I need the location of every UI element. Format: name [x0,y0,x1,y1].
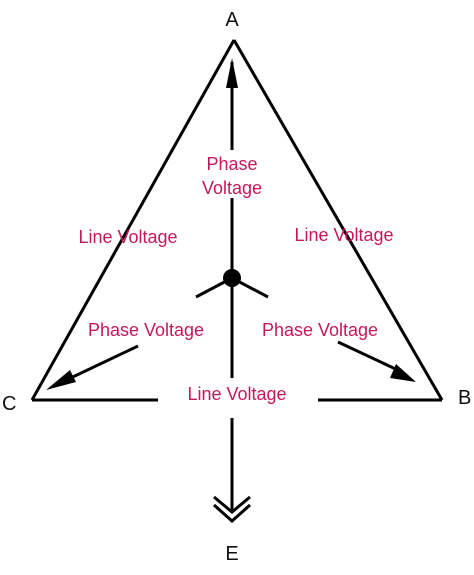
phase-voltage-right-label: Phase Voltage [262,320,378,340]
line-voltage-left-label: Line Voltage [78,227,177,247]
earth-chevron-2 [213,503,251,524]
vertex-label-e: E [225,543,238,565]
earth-chevron-1 [213,495,251,514]
vertex-label-c: C [2,393,16,415]
phase-line-b-lower [337,340,403,374]
vertex-label-b: B [458,387,471,409]
triangle-side-ac [30,39,236,401]
arrowhead-a [226,58,238,88]
phase-voltage-left-label: Phase Voltage [88,320,204,340]
triangle-side-ab [232,39,444,401]
arrowhead-c [46,370,76,390]
neutral-point [223,269,241,287]
line-voltage-bottom-label: Line Voltage [187,384,286,404]
line-voltage-right-label: Line Voltage [294,225,393,245]
vertex-label-a: A [225,9,239,31]
phase-voltage-top-label-line2: Voltage [202,178,262,198]
phase-voltage-top-label-line1: Phase [206,154,257,174]
arrowhead-b [390,364,416,382]
